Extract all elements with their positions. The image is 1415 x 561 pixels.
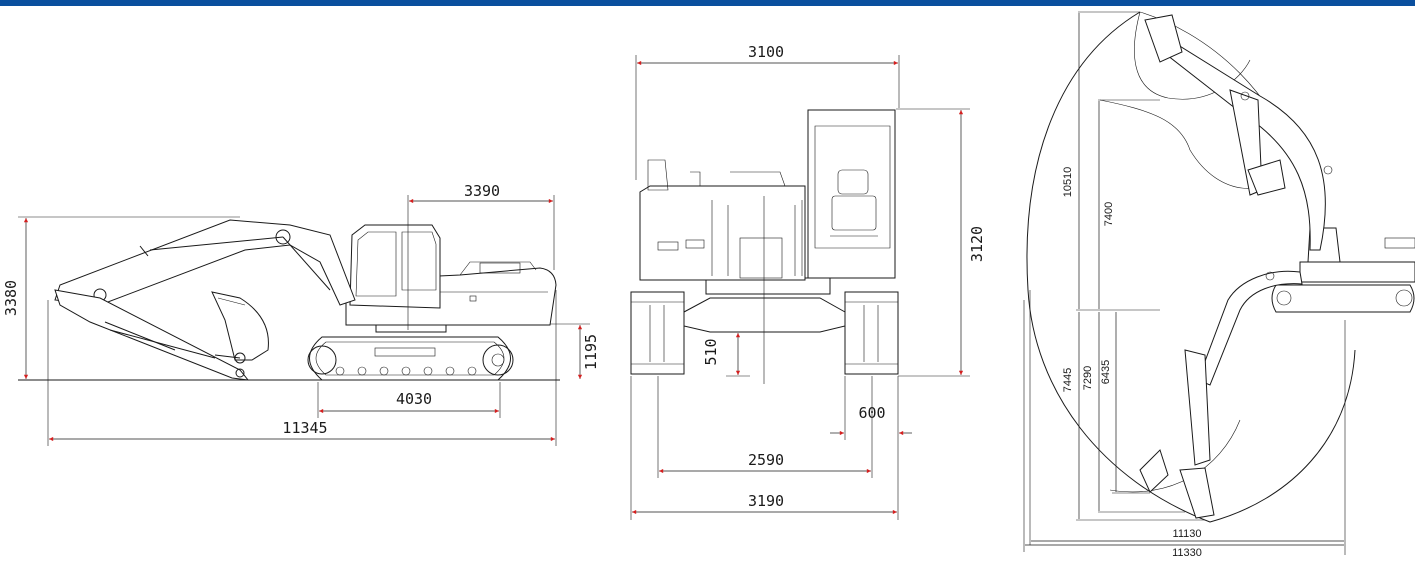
side-boom bbox=[54, 219, 356, 306]
dim-ground-clearance: 510 bbox=[702, 338, 720, 365]
front-upper-structure bbox=[639, 159, 806, 281]
side-bucket bbox=[211, 291, 269, 364]
front-cab bbox=[807, 109, 896, 279]
range-machine bbox=[1271, 227, 1415, 313]
dim-vertical-wall-depth: 6435 bbox=[1100, 360, 1112, 384]
front-undercarriage-frame bbox=[683, 297, 846, 333]
dim-track-length: 4030 bbox=[396, 390, 432, 408]
dim-overall-width: 3190 bbox=[748, 492, 784, 510]
front-left-track bbox=[630, 291, 685, 375]
working-range-view: 10510 7400 7445 7290 6435 11130 11330 bbox=[1023, 11, 1415, 559]
dim-overall-height: 3380 bbox=[2, 280, 20, 316]
dim-depth-level-bottom: 7290 bbox=[1082, 366, 1094, 390]
working-envelope bbox=[1026, 11, 1356, 523]
front-right-track bbox=[844, 291, 899, 375]
front-view: 3100 3120 510 600 2590 3190 bbox=[630, 43, 986, 520]
dim-cab-height: 3120 bbox=[968, 226, 986, 262]
side-track bbox=[307, 336, 514, 381]
dim-track-gauge: 2590 bbox=[748, 451, 784, 469]
header-bar bbox=[0, 0, 1415, 6]
side-cab bbox=[349, 224, 441, 309]
range-upper-boom bbox=[1144, 14, 1333, 251]
dim-max-reach: 11330 bbox=[1172, 547, 1202, 559]
side-view: 3380 3390 1195 4030 11345 bbox=[2, 182, 600, 446]
range-lower-boom bbox=[1139, 270, 1303, 519]
dim-upper-width: 3100 bbox=[748, 43, 784, 61]
dim-overall-length: 11345 bbox=[282, 419, 327, 437]
dim-counterweight-clearance: 1195 bbox=[582, 334, 600, 370]
side-arm bbox=[54, 289, 250, 381]
dim-max-reach-ground: 11130 bbox=[1173, 528, 1202, 540]
dim-max-cutting-height: 10510 bbox=[1062, 167, 1074, 198]
dim-max-digging-depth: 7445 bbox=[1062, 368, 1074, 392]
dim-max-dumping-height: 7400 bbox=[1103, 202, 1115, 226]
dim-tail-swing-radius: 3390 bbox=[464, 182, 500, 200]
